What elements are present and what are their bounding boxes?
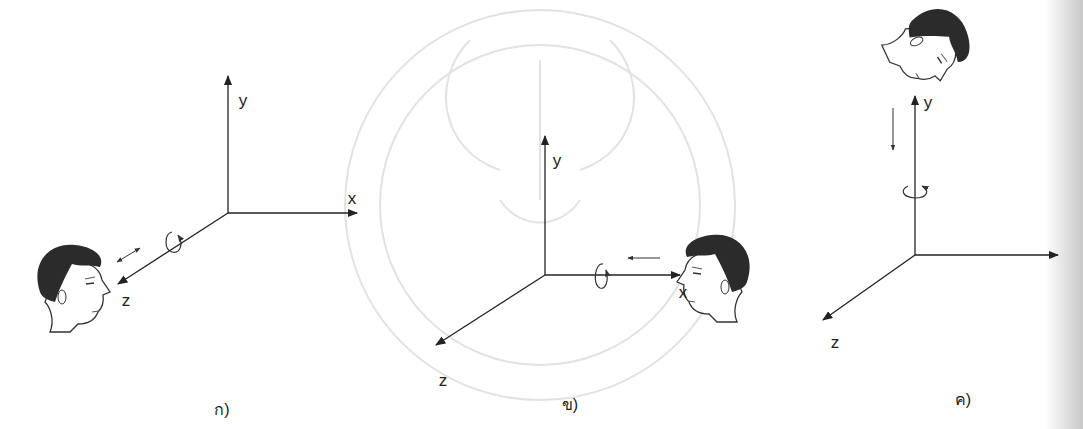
- panel-caption: ค): [955, 392, 971, 408]
- axis-label: y: [239, 92, 248, 109]
- head-figure: [877, 0, 981, 97]
- motion-arrow: [628, 258, 660, 259]
- scan-shading: [1045, 0, 1083, 429]
- watermark-seal: [345, 10, 735, 400]
- axes-b: [436, 136, 680, 345]
- rotation-arrow: [595, 264, 607, 288]
- motion-arrow: [893, 108, 894, 150]
- axes-a: [118, 76, 357, 284]
- axis-label: y: [553, 152, 562, 169]
- head-figure: [677, 235, 750, 322]
- panel-caption: ก): [214, 402, 229, 418]
- rotation-arrow: [903, 186, 926, 198]
- axis-label: x: [348, 190, 357, 207]
- axis-label: z: [831, 334, 840, 351]
- axes-c: [823, 96, 1058, 320]
- axis-label: x: [679, 284, 688, 301]
- axis-label: z: [439, 372, 448, 389]
- axis-label: y: [924, 94, 933, 111]
- rotation-arrow: [166, 232, 181, 252]
- panel-caption: ข): [562, 397, 578, 413]
- motion-arrow: [117, 248, 140, 262]
- axis-label: z: [122, 292, 131, 309]
- head-figure: [37, 245, 110, 332]
